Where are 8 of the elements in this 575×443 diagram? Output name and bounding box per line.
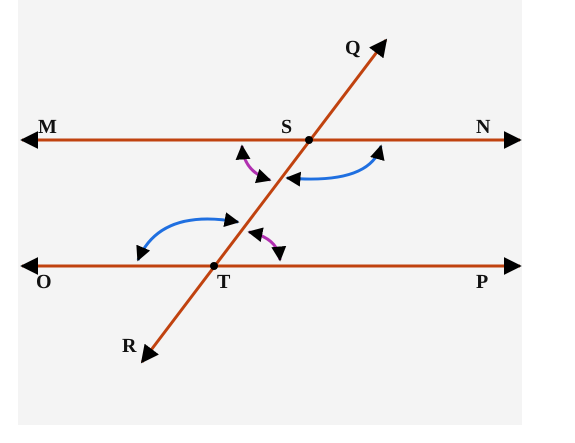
point-label: T [217,272,230,292]
point-label: N [476,117,490,137]
point-label: S [281,117,292,137]
point-label: M [38,117,57,137]
point-label: R [122,336,136,356]
point-label: Q [345,38,361,58]
point-label: P [476,272,488,292]
point-label: O [36,272,52,292]
